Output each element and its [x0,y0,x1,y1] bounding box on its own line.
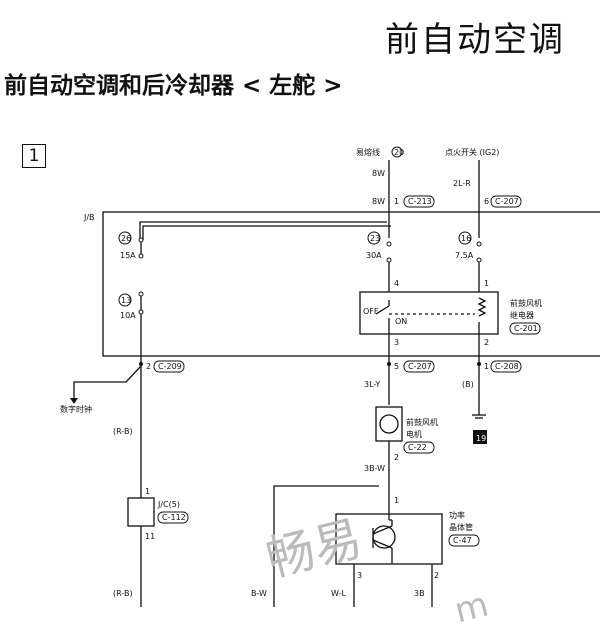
conn-c201: C-201 [514,324,538,333]
pin-6: 6 [484,197,489,206]
section-title: 前自动空调和后冷却器 < 左舵 > [4,73,343,99]
pin-2-a: 2 [484,338,489,347]
arrow-clock [70,398,78,404]
conn-c213: C-213 [408,197,432,206]
relay-off: OFF [363,307,379,316]
wire-label-8w-a: 8W [372,169,385,178]
transistor-label-2: 晶体管 [449,522,473,532]
wire-label-rb-a: (R-B) [113,427,133,436]
wire-label-bw: B-W [251,589,267,598]
pin-1-b: 1 [484,279,489,288]
pin-1-e: 1 [394,496,399,505]
motor-label-2: 电机 [406,429,422,439]
fuse26-rating: 15A [120,251,136,260]
conn-c207-b: C-207 [408,362,432,371]
conn-c112: C-112 [162,513,186,522]
jc-label: J/C(5) [157,500,180,509]
transistor-label-1: 功率 [449,510,465,520]
fuse-23-icon [386,241,392,247]
pin-3-a: 3 [394,338,399,347]
ground-ref-num: 19 [476,434,486,443]
fuse23-num: 23 [370,234,380,243]
conn-c47: C-47 [453,536,472,545]
fuse26-num: 26 [121,234,131,243]
fuse16-rating: 7.5A [455,251,474,260]
section-number-box: 1 [22,144,46,168]
wire-label-3b: 3B [414,589,425,598]
pin-2-c: 2 [394,453,399,462]
relay-box [359,291,499,335]
conn-c207-a: C-207 [495,197,519,206]
fuse-13-icon [138,291,144,297]
relay-label-2: 继电器 [510,310,534,320]
fuse-16-icon [476,241,482,247]
wire-label-wl: W-L [331,589,346,598]
pin-1-d: 1 [145,487,150,496]
jb-box [102,211,600,357]
wire-label-3bw: 3B-W [364,464,385,473]
label-fusible-num: 20 [394,148,404,157]
pin-11: 11 [145,532,155,541]
fuse13-num: 13 [121,296,131,305]
fuse-26-icon [138,237,144,243]
label-ig: 点火开关 (IG2) [445,147,499,157]
ground-ref-box [473,430,487,444]
wire-label-rb-b: (R-B) [113,589,133,598]
wire-label-8w-b: 8W [372,197,385,206]
label-fusible: 易熔线 [356,147,380,157]
pin-2-b: 2 [146,362,151,371]
relay-label-1: 前鼓风机 [510,298,542,308]
wire-label-b: (B) [462,380,474,389]
fuse16-num: 16 [461,234,471,243]
conn-c208: C-208 [495,362,519,371]
conn-c22: C-22 [408,443,427,452]
wire-label-2lr: 2L-R [453,179,471,188]
conn-c209: C-209 [158,362,182,371]
pin-5: 5 [394,362,399,371]
page-title-large: 前自动空调 [385,20,565,60]
wiring-diagram: 易熔线 20 点火开关 (IG2) 8W 2L-R 8W 1 C-213 6 C… [60,146,600,607]
relay-on: ON [395,317,407,326]
pin-1-c: 1 [484,362,489,371]
jb-label: J/B [83,213,95,222]
pin-3-b: 3 [357,571,362,580]
wire-label-3ly: 3L-Y [364,380,380,389]
pin-2-d: 2 [434,571,439,580]
fuse13-rating: 10A [120,311,136,320]
pin-1-a: 1 [394,197,399,206]
motor-label-1: 前鼓风机 [406,417,438,427]
pin-4: 4 [394,279,399,288]
fuse23-rating: 30A [366,251,382,260]
label-clock: 数字时钟 [60,404,92,414]
